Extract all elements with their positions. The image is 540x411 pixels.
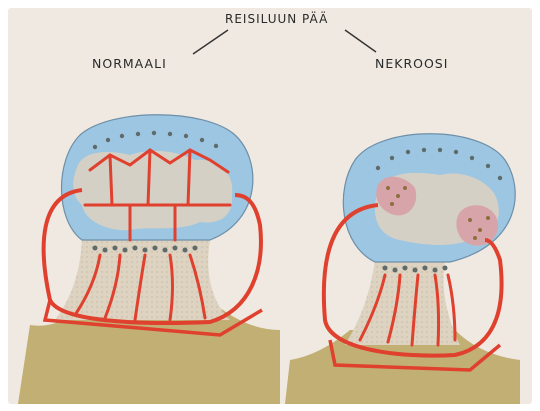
necrotic-zone-right xyxy=(456,205,498,246)
title-connector-left xyxy=(193,30,228,54)
title-connector-right xyxy=(345,30,376,52)
diagram-title: REISILUUN PÄÄ xyxy=(225,12,328,26)
normal-label: NORMAALI xyxy=(92,56,167,71)
necrotic-femoral-head xyxy=(285,134,520,404)
normal-femoral-head xyxy=(18,115,280,404)
normal-bone-marrow xyxy=(73,151,232,230)
necrosis-label: NEKROOSI xyxy=(375,56,448,71)
